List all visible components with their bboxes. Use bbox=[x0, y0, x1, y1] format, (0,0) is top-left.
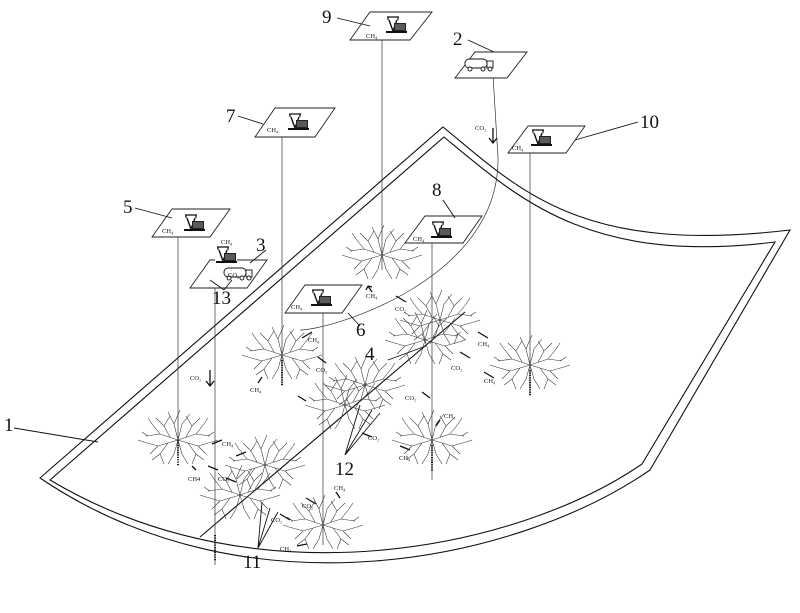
gas-label: CH₄ bbox=[512, 145, 524, 152]
fracture-network-icon bbox=[384, 309, 466, 365]
arrow-icon bbox=[205, 370, 215, 388]
arrow-icon bbox=[421, 391, 431, 399]
pump-jack-icon bbox=[214, 246, 238, 264]
arrow-icon bbox=[301, 331, 313, 339]
platform-7: CH₄ bbox=[254, 107, 336, 138]
co2-label: CO₂ bbox=[190, 375, 201, 382]
gas-label: CH₄ bbox=[162, 228, 174, 235]
arrow-icon bbox=[477, 331, 489, 339]
platform-3-13: CH₄ CO₂ bbox=[189, 239, 268, 289]
label-12: 12 bbox=[335, 459, 354, 480]
label-9: 9 bbox=[322, 7, 332, 28]
co2-label: CO₂ bbox=[475, 125, 486, 132]
gas-label: CH₄ bbox=[366, 33, 378, 40]
co2-label: CO₂ bbox=[302, 503, 313, 510]
arrow-icon bbox=[211, 439, 223, 445]
gas-label: CH₄ bbox=[413, 236, 425, 243]
ch4-label: CH₄ bbox=[222, 441, 234, 448]
ch4-label: CH4 bbox=[188, 476, 201, 483]
gas-label: CH₄ bbox=[291, 304, 303, 311]
co2-label: CO₂ bbox=[218, 476, 229, 483]
gas-label: CH₄ bbox=[267, 127, 279, 134]
platform-9: CH₄ bbox=[349, 11, 433, 41]
fracture-network-icon bbox=[199, 464, 281, 520]
arrow-icon bbox=[191, 465, 197, 471]
arrow-icon bbox=[296, 543, 308, 547]
label-5: 5 bbox=[123, 197, 133, 218]
co2-label: CO₂ bbox=[405, 395, 416, 402]
label-1: 1 bbox=[4, 415, 14, 436]
co2-label: CO₂ bbox=[271, 517, 282, 524]
arrow-icon bbox=[395, 295, 407, 303]
arrow-icon bbox=[235, 451, 247, 457]
ch4-label: CH₄ bbox=[484, 378, 496, 385]
reservoir-boundary bbox=[39, 126, 792, 564]
ch4-label: CH₄ bbox=[250, 387, 262, 394]
leader-lines bbox=[13, 17, 639, 549]
ch4-label: CH₄ bbox=[478, 341, 490, 348]
arrow-icon bbox=[207, 465, 219, 471]
vertical-wells bbox=[177, 30, 531, 565]
co2-label: CO₂ bbox=[395, 306, 406, 313]
reference-numbers: 1 2 3 4 5 6 7 8 9 10 11 12 13 bbox=[4, 7, 659, 573]
label-3: 3 bbox=[256, 235, 266, 256]
arrow-icon bbox=[399, 445, 411, 451]
label-10: 10 bbox=[640, 112, 659, 133]
pump-jack-icon bbox=[529, 129, 553, 147]
arrow-icon bbox=[335, 491, 341, 499]
co2-label: CO₂ bbox=[368, 435, 379, 442]
arrow-icon bbox=[488, 128, 498, 145]
pump-jack-icon bbox=[286, 113, 310, 131]
arrow-icon bbox=[317, 356, 327, 364]
arrow-icon bbox=[297, 395, 307, 402]
arrow-icon bbox=[459, 351, 471, 359]
wellbore-bottoms bbox=[177, 359, 531, 562]
gas-label: CO₂ bbox=[228, 272, 239, 279]
platform-10: CH₄ bbox=[507, 125, 586, 154]
label-8: 8 bbox=[432, 180, 442, 201]
label-13: 13 bbox=[212, 288, 231, 309]
label-6: 6 bbox=[356, 320, 366, 341]
arrow-icon bbox=[257, 376, 263, 384]
platform-2 bbox=[454, 51, 528, 79]
gas-label: CH₄ bbox=[221, 239, 233, 246]
ch4-label: CH₄ bbox=[399, 455, 411, 462]
label-7: 7 bbox=[226, 106, 236, 127]
platform-8: CH₄ bbox=[404, 215, 483, 244]
pump-jack-icon bbox=[182, 214, 206, 232]
pump-jack-icon bbox=[309, 289, 333, 307]
horizontal-well bbox=[199, 74, 499, 538]
platform-6: CH₄ bbox=[284, 284, 363, 314]
arrow-icon bbox=[435, 419, 441, 427]
ch4-label: CH₄ bbox=[444, 413, 456, 420]
arrow-icon bbox=[361, 432, 373, 438]
arrow-icon bbox=[365, 285, 373, 293]
ch4-label: CH₄ bbox=[334, 485, 346, 492]
arrow-icon bbox=[225, 477, 237, 483]
arrow-icon bbox=[279, 513, 291, 521]
co2-label: CO₂ bbox=[451, 365, 462, 372]
ch4-label: CH₄ bbox=[280, 546, 292, 553]
pump-jack-icon bbox=[429, 221, 453, 239]
ch4-label: CH₄ bbox=[308, 337, 320, 344]
co2-label: CO₂ bbox=[316, 367, 327, 374]
gas-flow-annotations: CO₂ CO₂ CH₄ CO₂ CH₄ CO₂ CH₄ CH₄ CO₂ CH₄ … bbox=[188, 125, 498, 553]
label-2: 2 bbox=[453, 29, 463, 50]
ch4-label: CH₄ bbox=[366, 293, 378, 300]
label-11: 11 bbox=[243, 552, 261, 573]
label-4: 4 bbox=[365, 344, 375, 365]
arrow-icon bbox=[305, 497, 317, 505]
pump-jack-icon bbox=[384, 16, 408, 34]
fracture-network-icon bbox=[224, 434, 306, 490]
platform-5: CH₄ bbox=[151, 208, 231, 238]
arrow-icon bbox=[483, 371, 495, 379]
